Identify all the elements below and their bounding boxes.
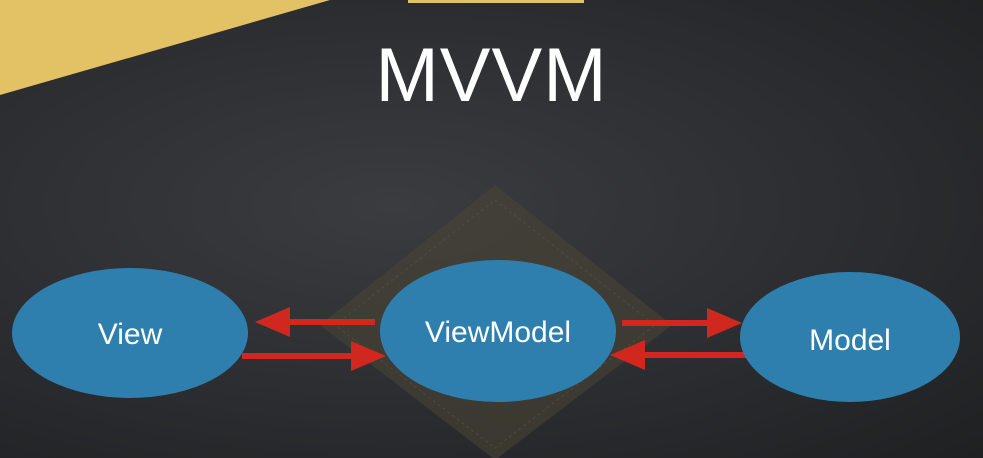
accent-corner-shape — [0, 0, 330, 95]
node-model: Model — [740, 272, 960, 402]
arrow-viewmodel-to-view — [255, 307, 375, 337]
slide-title: MVVM — [375, 33, 608, 118]
node-view-shape — [12, 268, 248, 398]
background-diamond-outline — [334, 199, 656, 449]
arrows-group — [242, 307, 746, 371]
node-viewmodel-shape — [380, 260, 616, 402]
node-model-label: Model — [809, 324, 891, 357]
node-viewmodel: ViewModel — [380, 260, 616, 402]
arrow-model-to-viewmodel — [610, 340, 746, 370]
node-viewmodel-label: ViewModel — [425, 316, 571, 349]
arrow-viewmodel-to-model — [622, 308, 742, 338]
node-model-shape — [740, 272, 960, 402]
node-view-label: View — [98, 318, 163, 351]
arrow-view-to-viewmodel — [242, 341, 386, 371]
node-view: View — [12, 268, 248, 398]
accent-top-bar — [408, 0, 584, 3]
